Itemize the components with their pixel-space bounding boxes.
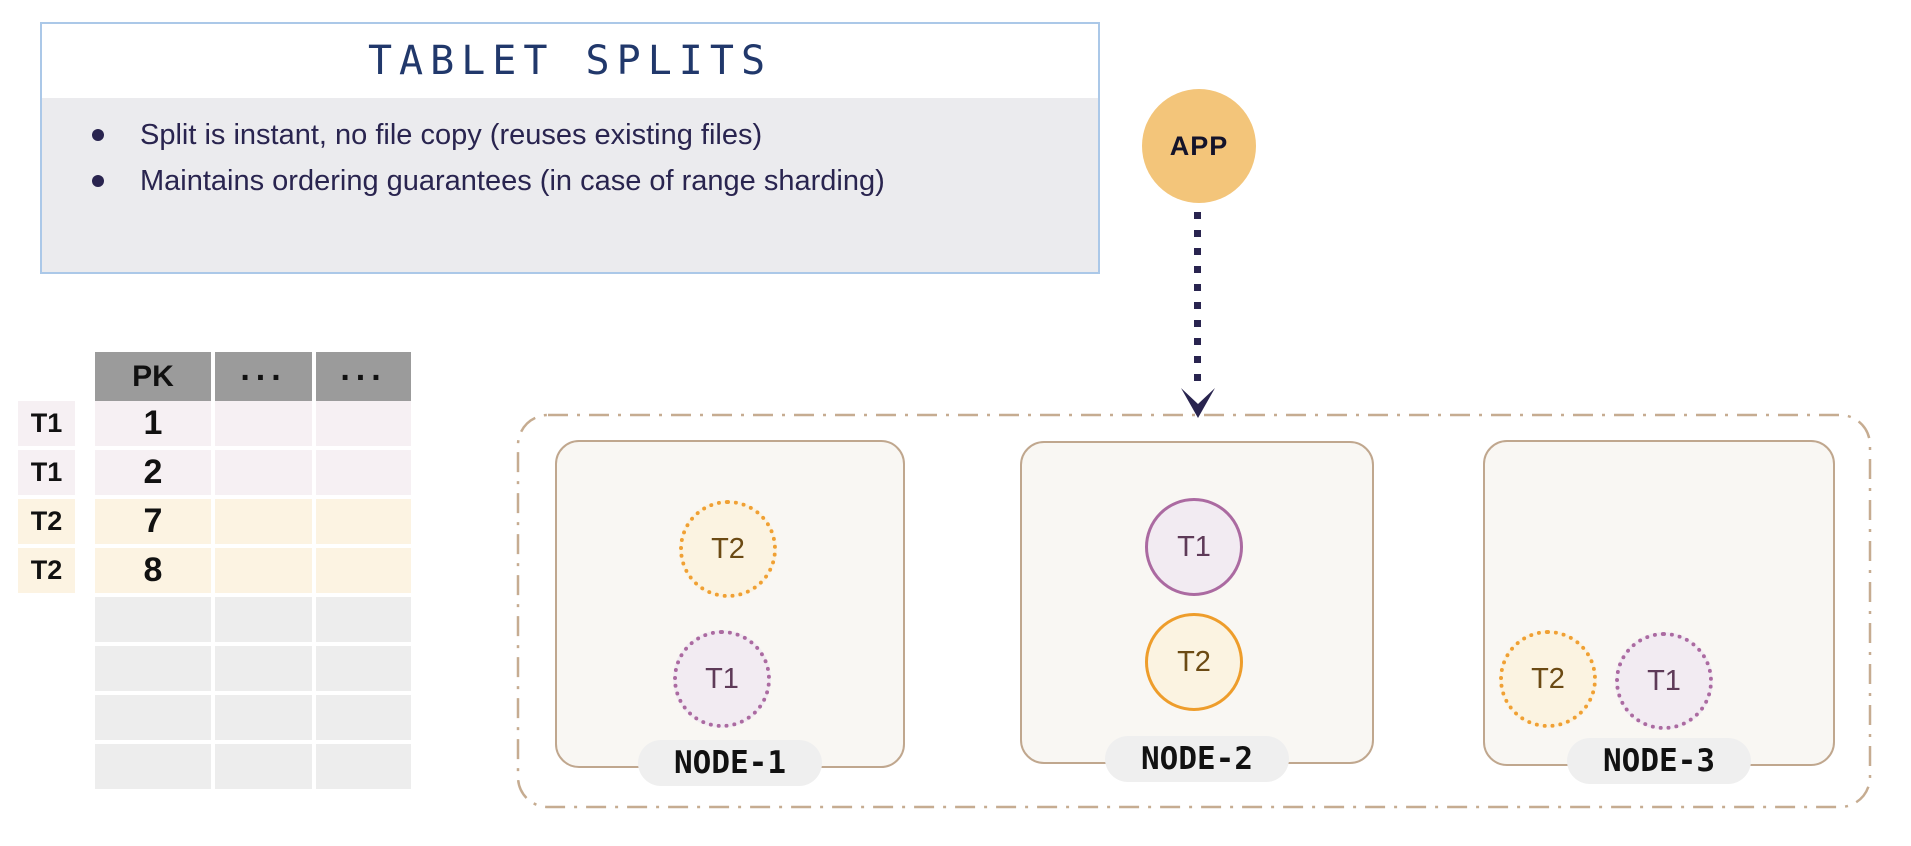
pk-cell: 2 xyxy=(95,450,211,495)
table-spacer xyxy=(79,597,91,642)
empty-cell xyxy=(215,597,312,642)
data-cell xyxy=(215,401,312,446)
arrow-down-icon xyxy=(1181,388,1215,418)
node-2: T1 T2 NODE-2 xyxy=(1020,441,1374,782)
data-cell xyxy=(316,450,411,495)
tablet-splits-info-box: TABLET SPLITS Split is instant, no file … xyxy=(40,22,1100,274)
column-header-ellipsis: ... xyxy=(215,350,312,402)
bullet-list: Split is instant, no file copy (reuses e… xyxy=(86,114,1078,203)
bullet-item: Split is instant, no file copy (reuses e… xyxy=(86,114,1078,158)
cluster-boundary xyxy=(516,413,1872,809)
tablet-label: T2 xyxy=(1177,645,1211,678)
data-cell xyxy=(316,499,411,544)
table-spacer xyxy=(79,646,91,691)
bullet-text: Split is instant, no file copy (reuses e… xyxy=(140,119,763,151)
tablet-t1-dotted: T1 xyxy=(1615,632,1713,730)
table-spacer xyxy=(79,695,91,740)
node-label-pill: NODE-3 xyxy=(1567,738,1751,784)
row-tablet-label: T1 xyxy=(18,401,75,446)
column-header-ellipsis: ... xyxy=(316,350,411,402)
table-spacer xyxy=(79,352,91,402)
page-title: TABLET SPLITS xyxy=(367,38,773,84)
tablet-t1: T1 xyxy=(1145,498,1243,596)
table-spacer xyxy=(79,499,91,544)
table-spacer xyxy=(18,744,75,789)
app-label: APP xyxy=(1169,130,1229,161)
tablet-label: T1 xyxy=(1177,530,1211,563)
bullet-dot-icon xyxy=(92,174,104,187)
node-label-pill: NODE-1 xyxy=(638,740,822,786)
node-label-pill: NODE-2 xyxy=(1105,736,1289,782)
empty-cell xyxy=(95,744,211,789)
empty-cell xyxy=(316,597,411,642)
info-box-body: Split is instant, no file copy (reuses e… xyxy=(42,98,1098,272)
empty-cell xyxy=(215,646,312,691)
table-spacer xyxy=(79,548,91,593)
data-cell xyxy=(316,401,411,446)
empty-cell xyxy=(95,597,211,642)
tablet-t2: T2 xyxy=(1145,613,1243,711)
table-spacer xyxy=(79,450,91,495)
tablet-t2-dotted: T2 xyxy=(1499,630,1597,728)
data-cell xyxy=(215,548,312,593)
empty-cell xyxy=(95,695,211,740)
data-cell xyxy=(215,450,312,495)
pk-cell: 7 xyxy=(95,499,211,544)
empty-cell xyxy=(316,646,411,691)
node-3: T2 T1 NODE-3 xyxy=(1483,440,1835,784)
pk-table: PK ... ... T1 1 T1 2 T2 7 T2 8 xyxy=(18,350,411,789)
bullet-text: Maintains ordering guarantees (in case o… xyxy=(140,164,885,197)
tablet-t1-dotted: T1 xyxy=(673,630,771,728)
data-cell xyxy=(215,499,312,544)
tablet-label: T2 xyxy=(1531,662,1565,695)
empty-cell xyxy=(215,695,312,740)
row-tablet-label: T2 xyxy=(18,548,75,593)
bullet-item: Maintains ordering guarantees (in case o… xyxy=(86,160,1078,204)
tablet-t2-dotted: T2 xyxy=(679,500,777,598)
table-spacer xyxy=(18,597,75,642)
empty-cell xyxy=(215,744,312,789)
data-cell xyxy=(316,548,411,593)
pk-cell: 8 xyxy=(95,548,211,593)
app-to-cluster-arrow-line xyxy=(1194,212,1201,392)
table-spacer xyxy=(18,646,75,691)
empty-cell xyxy=(316,695,411,740)
empty-cell xyxy=(316,744,411,789)
table-spacer xyxy=(79,401,91,446)
tablet-label: T1 xyxy=(1647,664,1681,697)
tablet-label: T2 xyxy=(711,532,745,565)
tablet-label: T1 xyxy=(705,662,739,695)
bullet-dot-icon xyxy=(92,129,104,141)
info-box-header: TABLET SPLITS xyxy=(42,24,1098,98)
column-header-pk: PK xyxy=(95,352,211,402)
empty-cell xyxy=(95,646,211,691)
row-tablet-label: T1 xyxy=(18,450,75,495)
table-spacer xyxy=(18,695,75,740)
node-1: T2 T1 NODE-1 xyxy=(555,440,905,786)
pk-cell: 1 xyxy=(95,401,211,446)
row-tablet-label: T2 xyxy=(18,499,75,544)
table-spacer xyxy=(79,744,91,789)
app-node: APP xyxy=(1142,89,1256,203)
table-corner-cell xyxy=(18,352,75,402)
